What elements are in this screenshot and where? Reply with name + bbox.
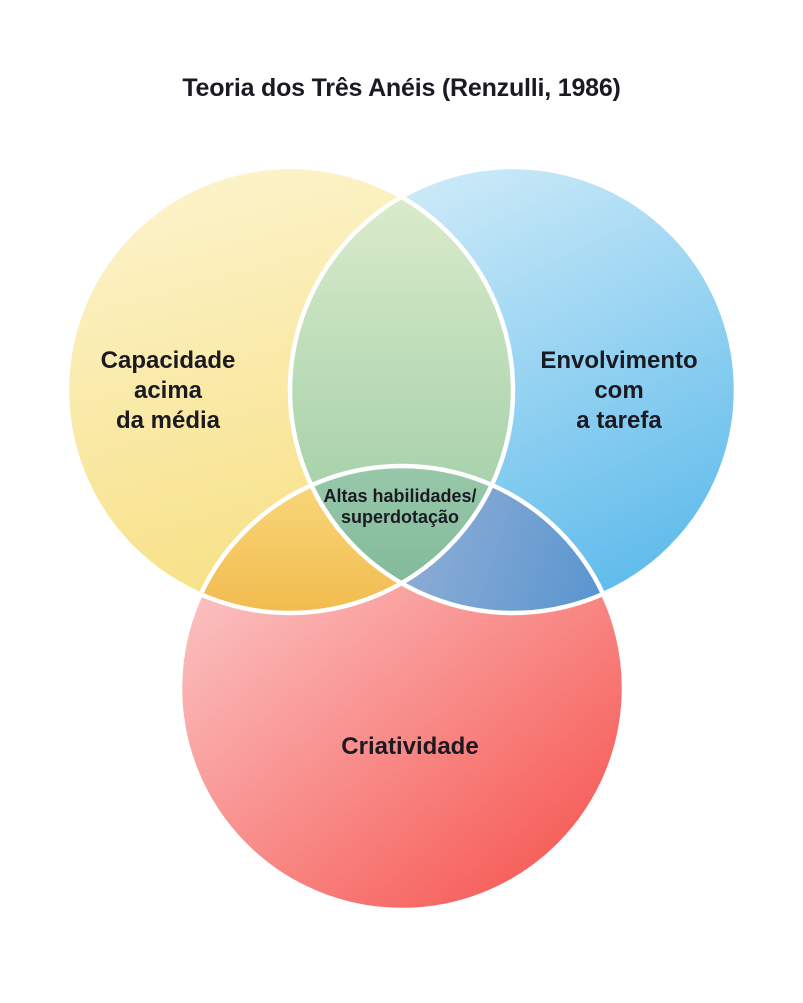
label-envolvimento: Envolvimento com a tarefa: [540, 347, 698, 434]
label-criatividade: Criatividade: [341, 733, 479, 760]
label-capacidade: Capacidade acima da média: [100, 347, 236, 434]
circle-outlines: [64, 164, 739, 913]
outline-capacidade: [64, 164, 516, 616]
outline-envolvimento: [287, 164, 739, 616]
label-altas-habilidades: Altas habilidades/ superdotação: [323, 486, 477, 527]
page-title: Teoria dos Três Anéis (Renzulli, 1986): [182, 74, 621, 102]
overlap-capacidade-criatividade: [180, 466, 513, 613]
outline-criatividade: [177, 463, 627, 913]
